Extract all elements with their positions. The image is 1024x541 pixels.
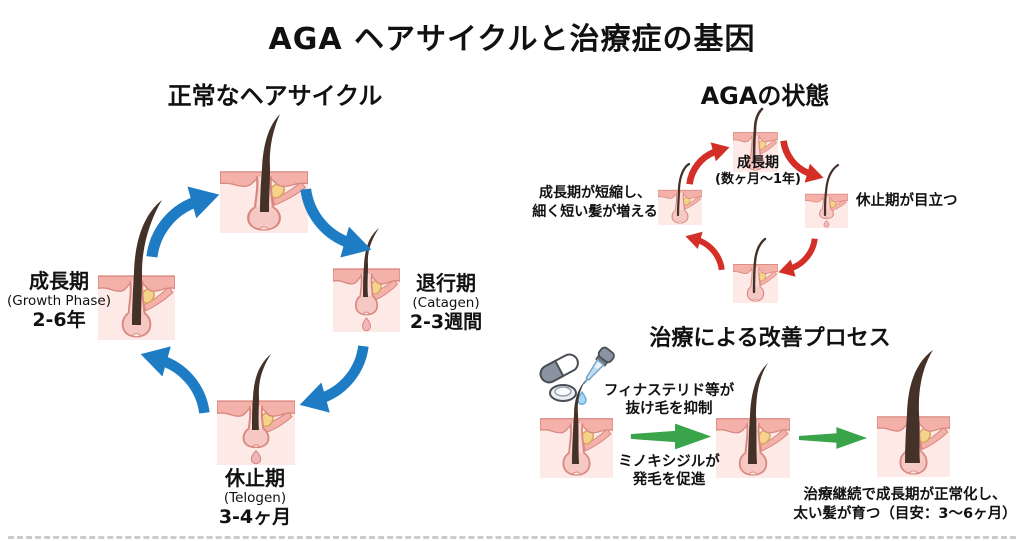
curved-arrow-icon — [298, 344, 370, 414]
tablet-icon — [549, 384, 577, 402]
aga-shortening-note-line2: 細く短い髪が増える — [532, 203, 658, 220]
hair-follicle-illustration — [877, 350, 950, 477]
telogen-phase-name: 休止期 — [225, 466, 285, 490]
catagen-phase-duration: 2-3週間 — [409, 311, 483, 334]
minoxidil-label-line1: ミノキシジルが — [618, 454, 720, 470]
catagen-phase-sub: (Catagen) — [412, 295, 480, 311]
hair-follicle-illustration — [658, 162, 702, 225]
hair-follicle-illustration — [540, 380, 613, 478]
aga-shortening-note: 成長期が短縮し、 細く短い髪が増える — [530, 184, 660, 222]
hair-follicle-illustration — [805, 163, 848, 228]
bottom-dashed-line — [8, 536, 1016, 539]
capsule-icon — [539, 353, 579, 384]
growth-phase-name: 成長期 — [29, 269, 89, 293]
hair-follicle-illustration — [333, 228, 400, 332]
aga-growth-duration: (数ヶ月〜1年) — [715, 172, 801, 188]
finasteride-label: フィナステリド等が 抜け毛を抑制 — [598, 383, 740, 418]
telogen-phase-sub: (Telogen) — [223, 490, 287, 506]
hair-follicle-illustration — [733, 237, 778, 303]
aga-growth-name: 成長期 — [737, 155, 779, 171]
page-title: AGA ヘアサイクルと治療症の基因 — [268, 22, 756, 57]
aga-growth-label: 成長期 (数ヶ月〜1年) — [695, 154, 821, 188]
minoxidil-label-line2: 発毛を促進 — [632, 471, 706, 488]
hair-follicle-illustration — [733, 107, 778, 172]
hair-follicle-illustration — [98, 200, 175, 340]
catagen-phase-name: 退行期 — [416, 271, 476, 295]
normal-cycle-heading: 正常なヘアサイクル — [167, 82, 383, 110]
growth-phase-label: 成長期 (Growth Phase) 2-6年 — [3, 270, 115, 333]
aga-state-heading: AGAの状態 — [700, 82, 830, 110]
catagen-phase-label: 退行期 (Catagen) 2-3週間 — [400, 272, 492, 335]
treatment-result-line1: 治療継続で成長期が正常化し、 — [803, 487, 1007, 503]
growth-phase-sub: (Growth Phase) — [7, 293, 111, 309]
minoxidil-label: ミノキシジルが 発毛を促進 — [598, 454, 740, 489]
telogen-phase-duration: 3-4ヶ月 — [218, 506, 292, 529]
hair-follicle-illustration — [716, 363, 790, 478]
aga-telogen-note: 休止期が目立つ — [856, 193, 958, 209]
curved-arrow-icon — [146, 184, 220, 260]
hair-follicle-illustration — [217, 354, 295, 465]
treatment-result-caption: 治療継続で成長期が正常化し、 太い髪が育つ（目安：3〜6ヶ月） — [793, 486, 1017, 523]
telogen-phase-label: 休止期 (Telogen) 3-4ヶ月 — [205, 467, 305, 530]
finasteride-label-line1: フィナステリド等が — [603, 383, 735, 399]
curved-arrow-icon — [140, 344, 210, 416]
curved-arrow-icon — [684, 231, 726, 271]
straight-arrow-icon — [629, 422, 713, 451]
growth-phase-duration: 2-6年 — [32, 309, 86, 332]
medication-icons — [539, 346, 615, 405]
curved-arrow-icon — [300, 186, 372, 260]
finasteride-label-line2: 抜け毛を抑制 — [625, 400, 713, 417]
straight-arrow-icon — [799, 424, 867, 452]
treatment-result-line2: 太い髪が育つ（目安：3〜6ヶ月） — [793, 505, 1017, 522]
treatment-heading: 治療による改善プロセス — [649, 326, 891, 351]
dropper-icon — [583, 346, 615, 385]
aga-shortening-note-line1: 成長期が短縮し、 — [539, 185, 651, 201]
hair-follicle-illustration — [220, 114, 308, 233]
curved-arrow-icon — [778, 237, 818, 278]
